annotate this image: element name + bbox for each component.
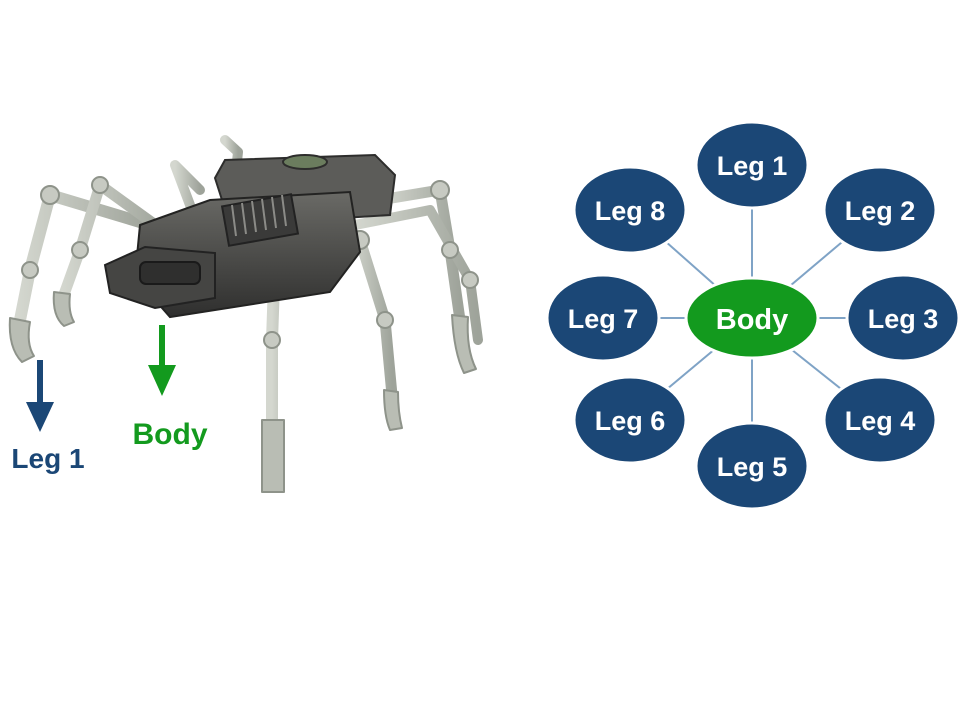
leg-node-7: Leg 7: [545, 273, 661, 363]
robot-leg: [12, 189, 156, 336]
leg-node-label: Leg 4: [845, 406, 916, 436]
robot-leg: [170, 160, 205, 210]
leg-node-label: Leg 6: [595, 406, 666, 436]
leg-arrow: [26, 360, 54, 432]
robot-foot: [383, 389, 403, 431]
leg-node-label: Leg 8: [595, 196, 666, 226]
body-leg-graph: Leg 1 Leg 2 Leg 3 Leg 4 Leg 5 Leg 6 Leg …: [545, 120, 960, 511]
robot-leg: [374, 184, 466, 326]
robot-foot: [8, 317, 35, 363]
body-arrow: [148, 325, 176, 396]
leg-node-label: Leg 7: [568, 304, 639, 334]
leg-node-4: Leg 4: [822, 375, 938, 465]
leg-node-8: Leg 8: [572, 165, 688, 255]
robot-body-grille: [220, 193, 300, 247]
robot-foot: [261, 419, 285, 493]
body-node: Body: [684, 276, 820, 360]
robot-body: [103, 153, 397, 319]
robot-foot: [52, 291, 75, 327]
leg-node-label: Leg 3: [868, 304, 939, 334]
robot-foot: [451, 314, 477, 374]
leg-callout-label: Leg 1: [11, 443, 84, 474]
body-node-label: Body: [716, 304, 789, 336]
body-callout-label: Body: [133, 418, 208, 451]
robot-grille-lines: [231, 194, 287, 237]
robot-body-top-cap: [282, 154, 328, 170]
spider-robot-illustration: Leg 1 Body: [8, 135, 483, 493]
leg-node-label: Leg 5: [717, 452, 788, 482]
leg-node-1: Leg 1: [694, 120, 810, 210]
robot-leg: [56, 179, 171, 306]
leg-node-3: Leg 3: [845, 273, 960, 363]
robot-mandible: [139, 261, 201, 285]
leg-node-5: Leg 5: [694, 421, 810, 511]
leg-node-label: Leg 2: [845, 196, 916, 226]
leg-node-label: Leg 1: [717, 151, 788, 181]
leg-node-2: Leg 2: [822, 165, 938, 255]
leg-node-6: Leg 6: [572, 375, 688, 465]
